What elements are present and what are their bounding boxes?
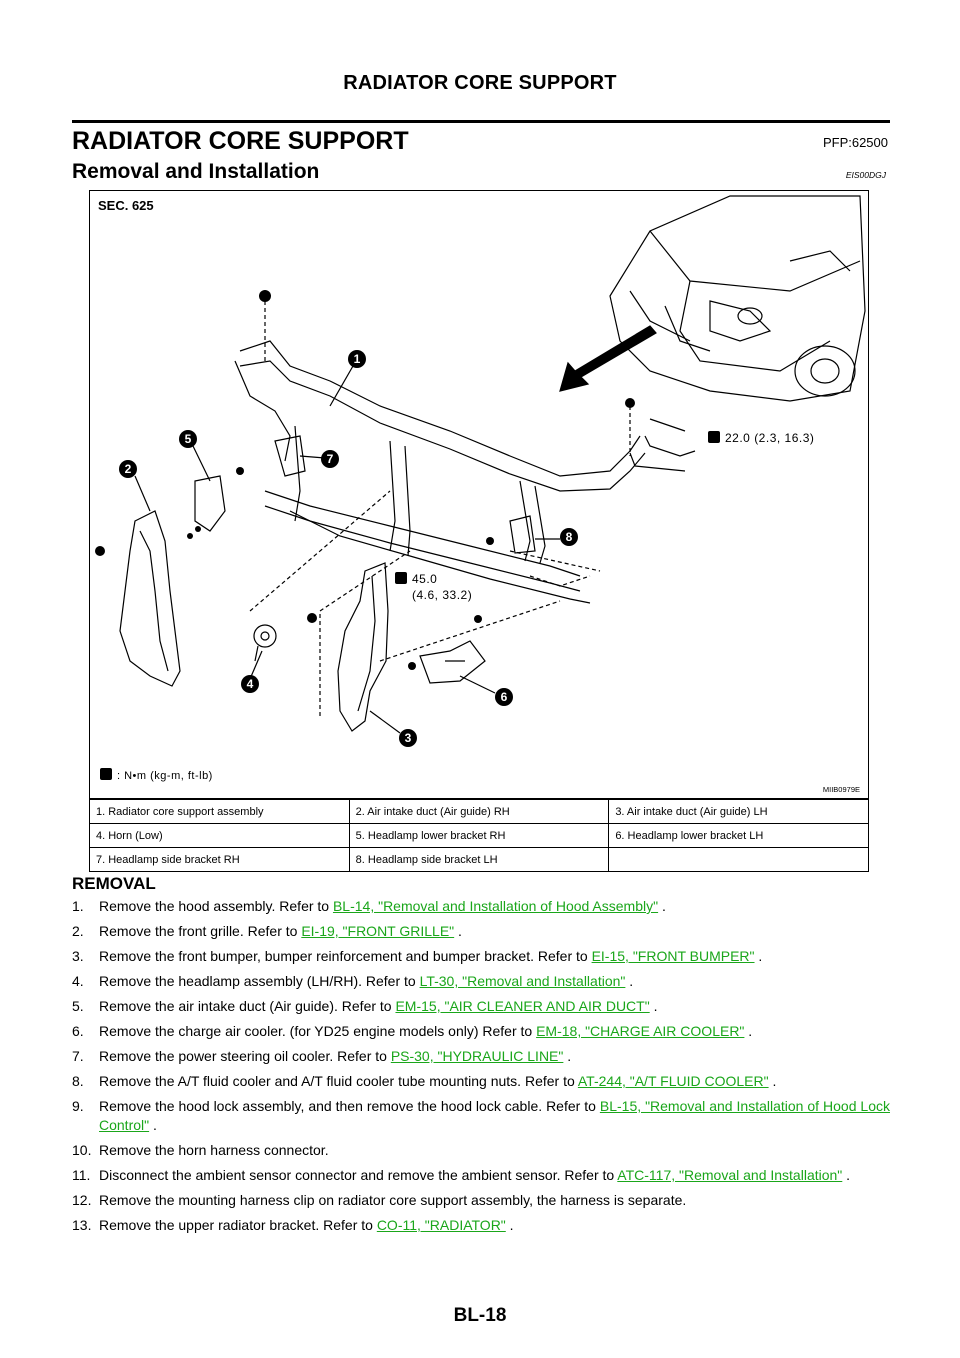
torque-wrench-icon [708,431,720,443]
radiator-core-support-illustration: 1 2 3 4 5 6 7 8 [95,195,866,747]
reference-link[interactable]: BL-15, "Removal and Installation of Hood… [99,1098,890,1133]
legend-cell: 5. Headlamp lower bracket RH [348,823,610,848]
callout-5-label: 5 [185,432,192,446]
torque-wrench-icon [395,572,407,584]
callout-8-marker [560,528,578,546]
legend-cell: 3. Air intake duct (Air guide) LH [608,799,869,824]
callout-1-label: 1 [354,352,361,366]
reference-link[interactable]: ATC-117, "Removal and Installation" [617,1167,843,1183]
reference-link[interactable]: AT-244, "A/T FLUID COOLER" [577,1073,769,1089]
list-item: 6.Remove the charge air cooler. (for YD2… [72,1023,753,1039]
callout-4-marker [241,675,259,693]
torque-wrench-icon [100,768,112,780]
list-item: 5.Remove the air intake duct (Air guide)… [72,998,658,1014]
table-row: 4. Horn (Low) 5. Headlamp lower bracket … [89,823,869,848]
reference-link[interactable]: CO-11, "RADIATOR" [376,1217,506,1233]
torque-units-legend: : N•m (kg-m, ft-lb) [100,768,213,782]
callout-6-label: 6 [501,690,508,704]
callout-5-marker [179,430,197,448]
callout-3-label: 3 [405,731,412,745]
reference-link[interactable]: EI-15, "FRONT BUMPER" [591,948,755,964]
torque-spec-lower: 45.0 (4.6, 33.2) [395,571,472,603]
legend-cell [608,847,869,872]
section-code-label: SEC. 625 [98,198,154,213]
list-item: 10.Remove the horn harness connector. [72,1142,329,1158]
legend-cell: 2. Air intake duct (Air guide) RH [348,799,610,824]
list-item: 3.Remove the front bumper, bumper reinfo… [72,948,763,964]
list-item: 8.Remove the A/T fluid cooler and A/T fl… [72,1073,777,1089]
parts-legend-table: 1. Radiator core support assembly 2. Air… [89,799,869,872]
section-title: RADIATOR CORE SUPPORT [72,127,409,155]
callout-2-label: 2 [125,462,132,476]
running-header: RADIATOR CORE SUPPORT [343,72,617,94]
removal-steps-list: 1.Remove the hood assembly. Refer to BL-… [72,897,890,1241]
legend-cell: 1. Radiator core support assembly [89,799,350,824]
exploded-view-figure: 1 2 3 4 5 6 7 8 SEC. 625 22.0 (2.3, 16.3… [89,190,869,799]
reference-link[interactable]: EI-19, "FRONT GRILLE" [301,923,455,939]
legend-cell: 7. Headlamp side bracket RH [89,847,350,872]
reference-link[interactable]: EM-18, "CHARGE AIR COOLER" [536,1023,745,1039]
list-item: 12.Remove the mounting harness clip on r… [72,1192,687,1208]
section-subtitle: Removal and Installation [72,160,320,183]
callout-6-marker [495,688,513,706]
pfp-number: PFP:62500 [822,135,888,150]
reference-link[interactable]: BL-14, "Removal and Installation of Hood… [332,898,659,914]
list-item: 4.Remove the headlamp assembly (LH/RH). … [72,973,634,989]
callout-4-label: 4 [247,677,254,691]
header-rule [72,120,890,123]
legend-cell: 4. Horn (Low) [89,823,350,848]
page-number: BL-18 [453,1305,507,1326]
callout-2-marker [119,460,137,478]
callout-3-marker [399,729,417,747]
callout-7-label: 7 [327,452,334,466]
table-row: 1. Radiator core support assembly 2. Air… [89,799,869,824]
document-id: EIS00DGJ [845,170,886,180]
list-item: 7.Remove the power steering oil cooler. … [72,1048,572,1064]
callout-7-marker [321,450,339,468]
reference-link[interactable]: PS-30, "HYDRAULIC LINE" [390,1048,564,1064]
torque-spec-upper: 22.0 (2.3, 16.3) [708,431,814,445]
figure-id: MIIB0979E [822,785,860,794]
table-row: 7. Headlamp side bracket RH 8. Headlamp … [89,847,869,872]
removal-heading: REMOVAL [72,874,156,893]
reference-link[interactable]: EM-15, "AIR CLEANER AND AIR DUCT" [395,998,650,1014]
reference-link[interactable]: LT-30, "Removal and Installation" [419,973,626,989]
callout-1-marker [348,350,366,368]
callout-8-label: 8 [566,530,573,544]
legend-cell: 6. Headlamp lower bracket LH [608,823,869,848]
legend-cell: 8. Headlamp side bracket LH [348,847,610,872]
list-item: 9.Remove the hood lock assembly, and the… [72,1098,890,1133]
list-item: 11.Disconnect the ambient sensor connect… [72,1167,851,1183]
list-item: 13.Remove the upper radiator bracket. Re… [72,1217,514,1233]
list-item: 2.Remove the front grille. Refer to EI-1… [72,923,462,939]
list-item: 1.Remove the hood assembly. Refer to BL-… [72,898,666,914]
